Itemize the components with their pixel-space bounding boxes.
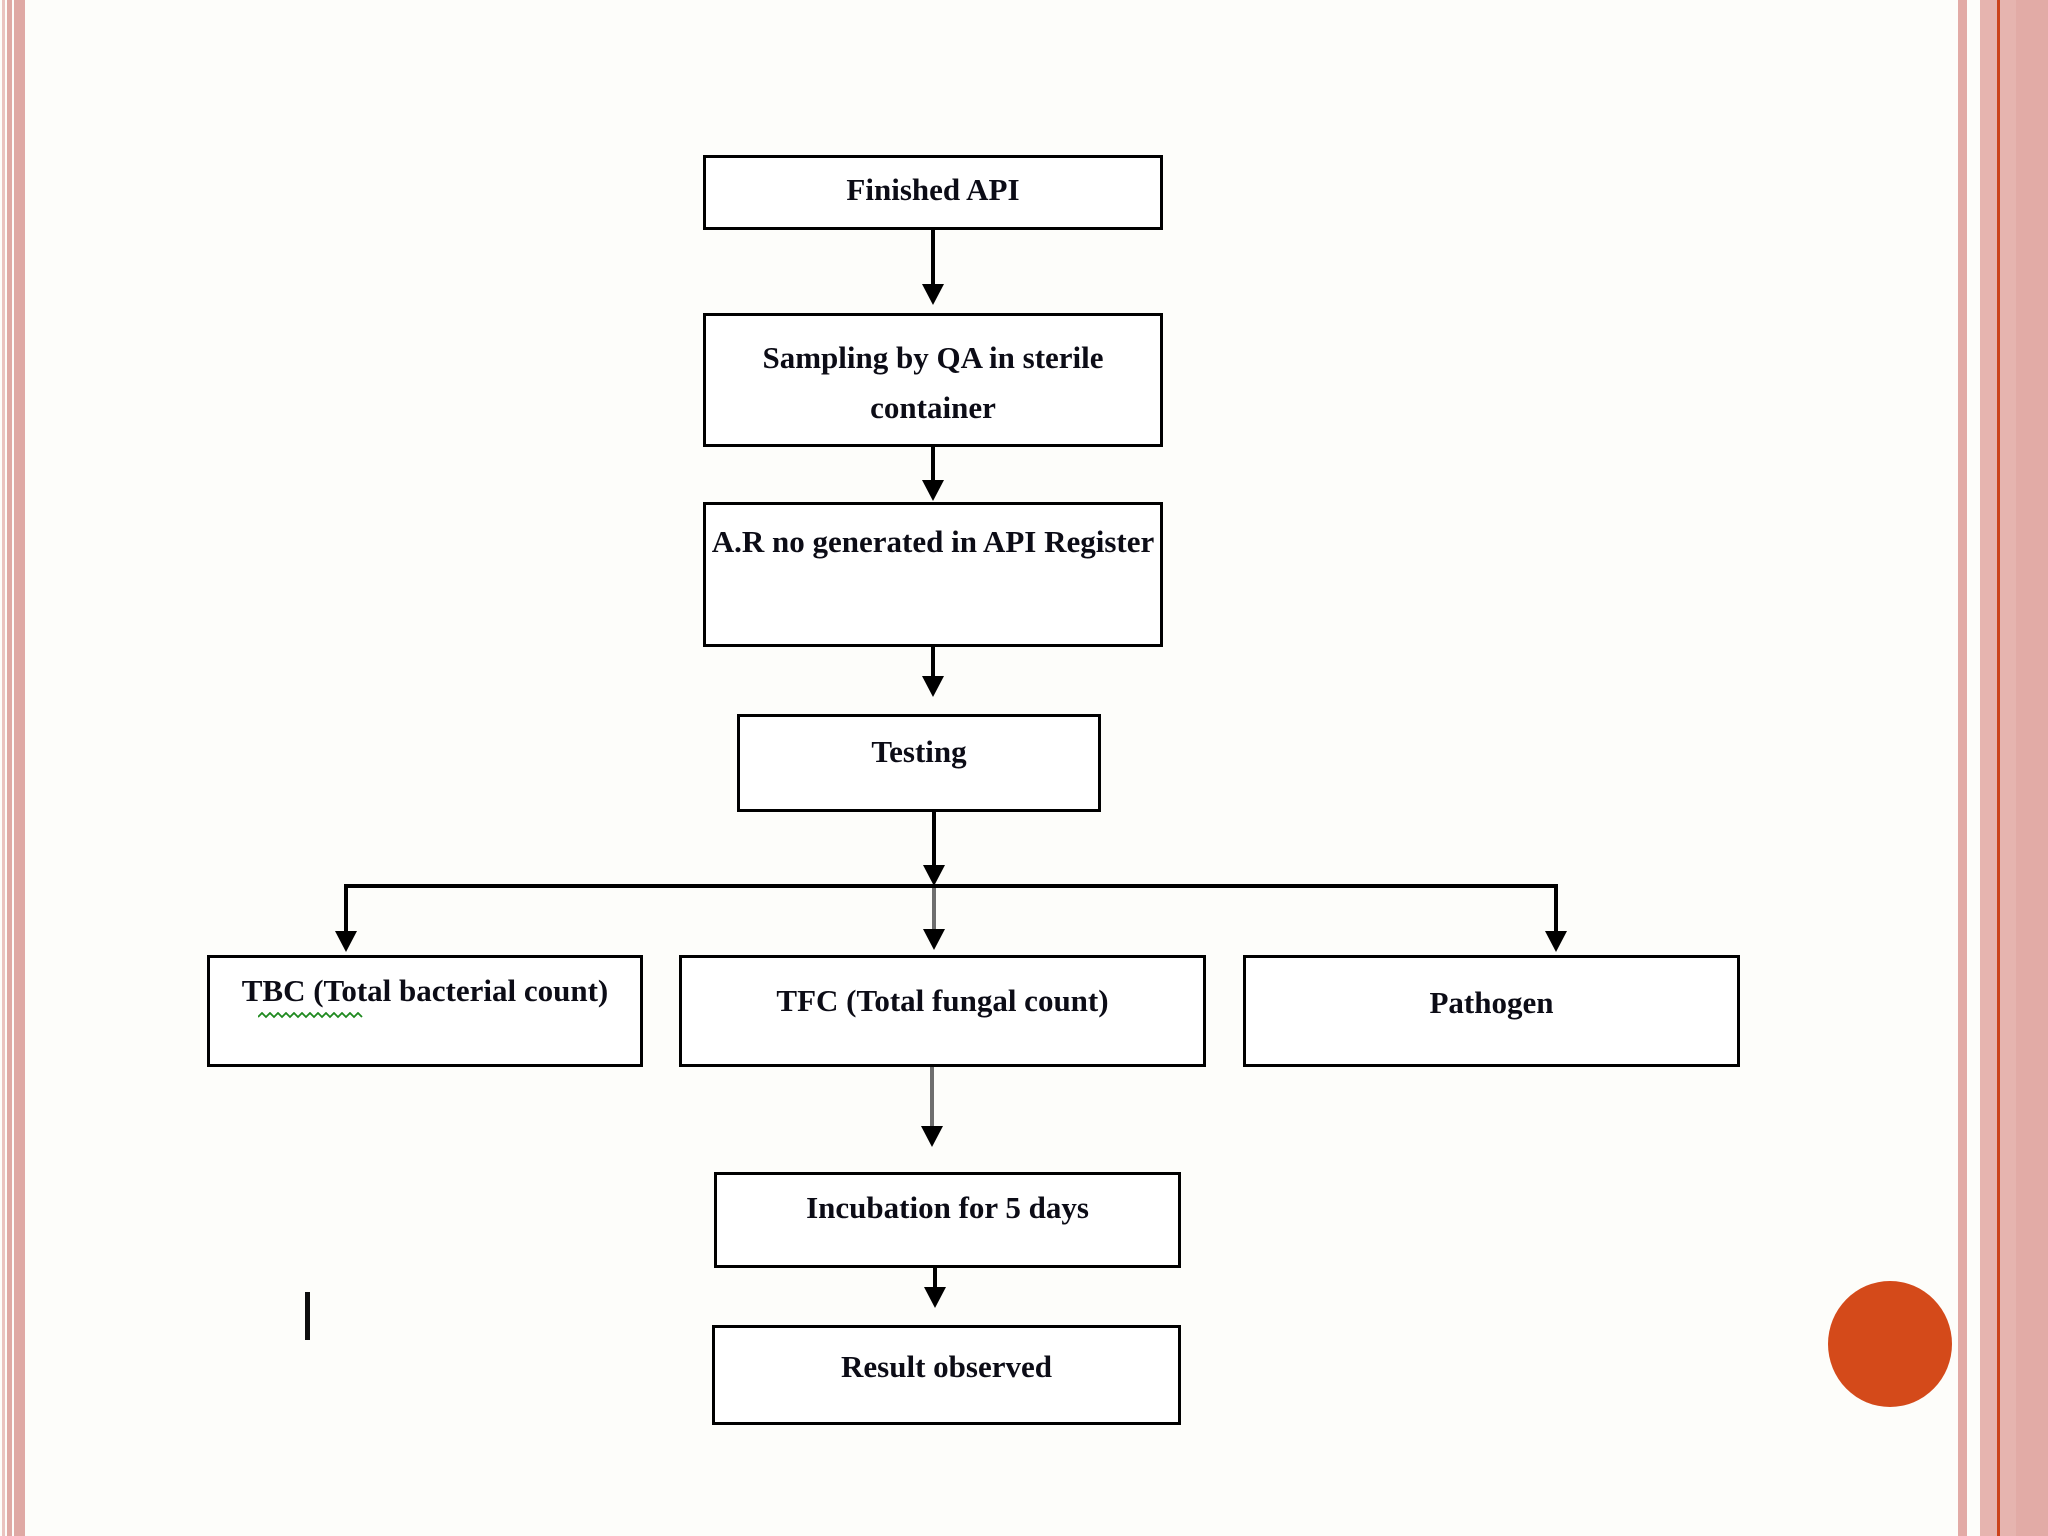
flowchart-node-incubation[interactable]: Incubation for 5 days	[714, 1172, 1181, 1268]
flowchart-node-result[interactable]: Result observed	[712, 1325, 1181, 1425]
flowchart-node-tbc[interactable]: TBC (Total bacterial count)	[207, 955, 643, 1067]
arrowhead-down-icon	[335, 931, 357, 952]
connector-line	[931, 647, 935, 679]
accent-circle-decoration	[1828, 1281, 1952, 1407]
node-label: Incubation for 5 days	[806, 1190, 1089, 1225]
connector-line	[344, 884, 348, 934]
arrowhead-down-icon	[923, 865, 945, 886]
text-cursor	[305, 1292, 310, 1340]
arrowhead-down-icon	[923, 929, 945, 950]
arrowhead-down-icon	[922, 676, 944, 697]
arrowhead-down-icon	[922, 480, 944, 501]
node-label: Result observed	[841, 1349, 1052, 1384]
arrowhead-down-icon	[924, 1287, 946, 1308]
node-label: Sampling by QA in sterile container	[762, 340, 1104, 425]
branch-distribution-line	[344, 884, 1558, 888]
flowchart-node-ar-register[interactable]: A.R no generated in API Register	[703, 502, 1163, 647]
node-label: Pathogen	[1429, 985, 1554, 1020]
connector-line	[930, 1067, 934, 1129]
connector-line	[1554, 884, 1558, 934]
node-label: A.R no generated in API Register	[711, 524, 1155, 559]
right-border-band-seam	[2016, 0, 2048, 1536]
left-border-stripe-wide	[14, 0, 25, 1536]
node-label: Finished API	[846, 172, 1020, 207]
connector-line	[933, 1268, 937, 1290]
connector-line	[931, 230, 935, 287]
flowchart-node-sampling[interactable]: Sampling by QA in sterile container	[703, 313, 1163, 447]
flowchart-node-finished-api[interactable]: Finished API	[703, 155, 1163, 230]
left-border-stripe-medium	[7, 0, 12, 1536]
right-border-accent-line	[1997, 0, 2000, 1536]
connector-line	[932, 888, 936, 932]
arrowhead-down-icon	[922, 284, 944, 305]
node-label: TBC (Total bacterial count)	[241, 973, 609, 1008]
arrowhead-down-icon	[921, 1126, 943, 1147]
flowchart-node-testing[interactable]: Testing	[737, 714, 1101, 812]
node-label: TFC (Total fungal count)	[776, 983, 1109, 1018]
left-border-stripe-thin	[2, 0, 5, 1536]
connector-line	[931, 447, 935, 483]
flowchart-node-tfc[interactable]: TFC (Total fungal count)	[679, 955, 1206, 1067]
right-border-stripe-thin	[1958, 0, 1967, 1536]
arrowhead-down-icon	[1545, 931, 1567, 952]
spellcheck-squiggle-icon	[258, 1012, 363, 1019]
node-label: Testing	[871, 734, 967, 769]
flowchart-node-pathogen[interactable]: Pathogen	[1243, 955, 1740, 1067]
connector-line	[932, 812, 936, 868]
